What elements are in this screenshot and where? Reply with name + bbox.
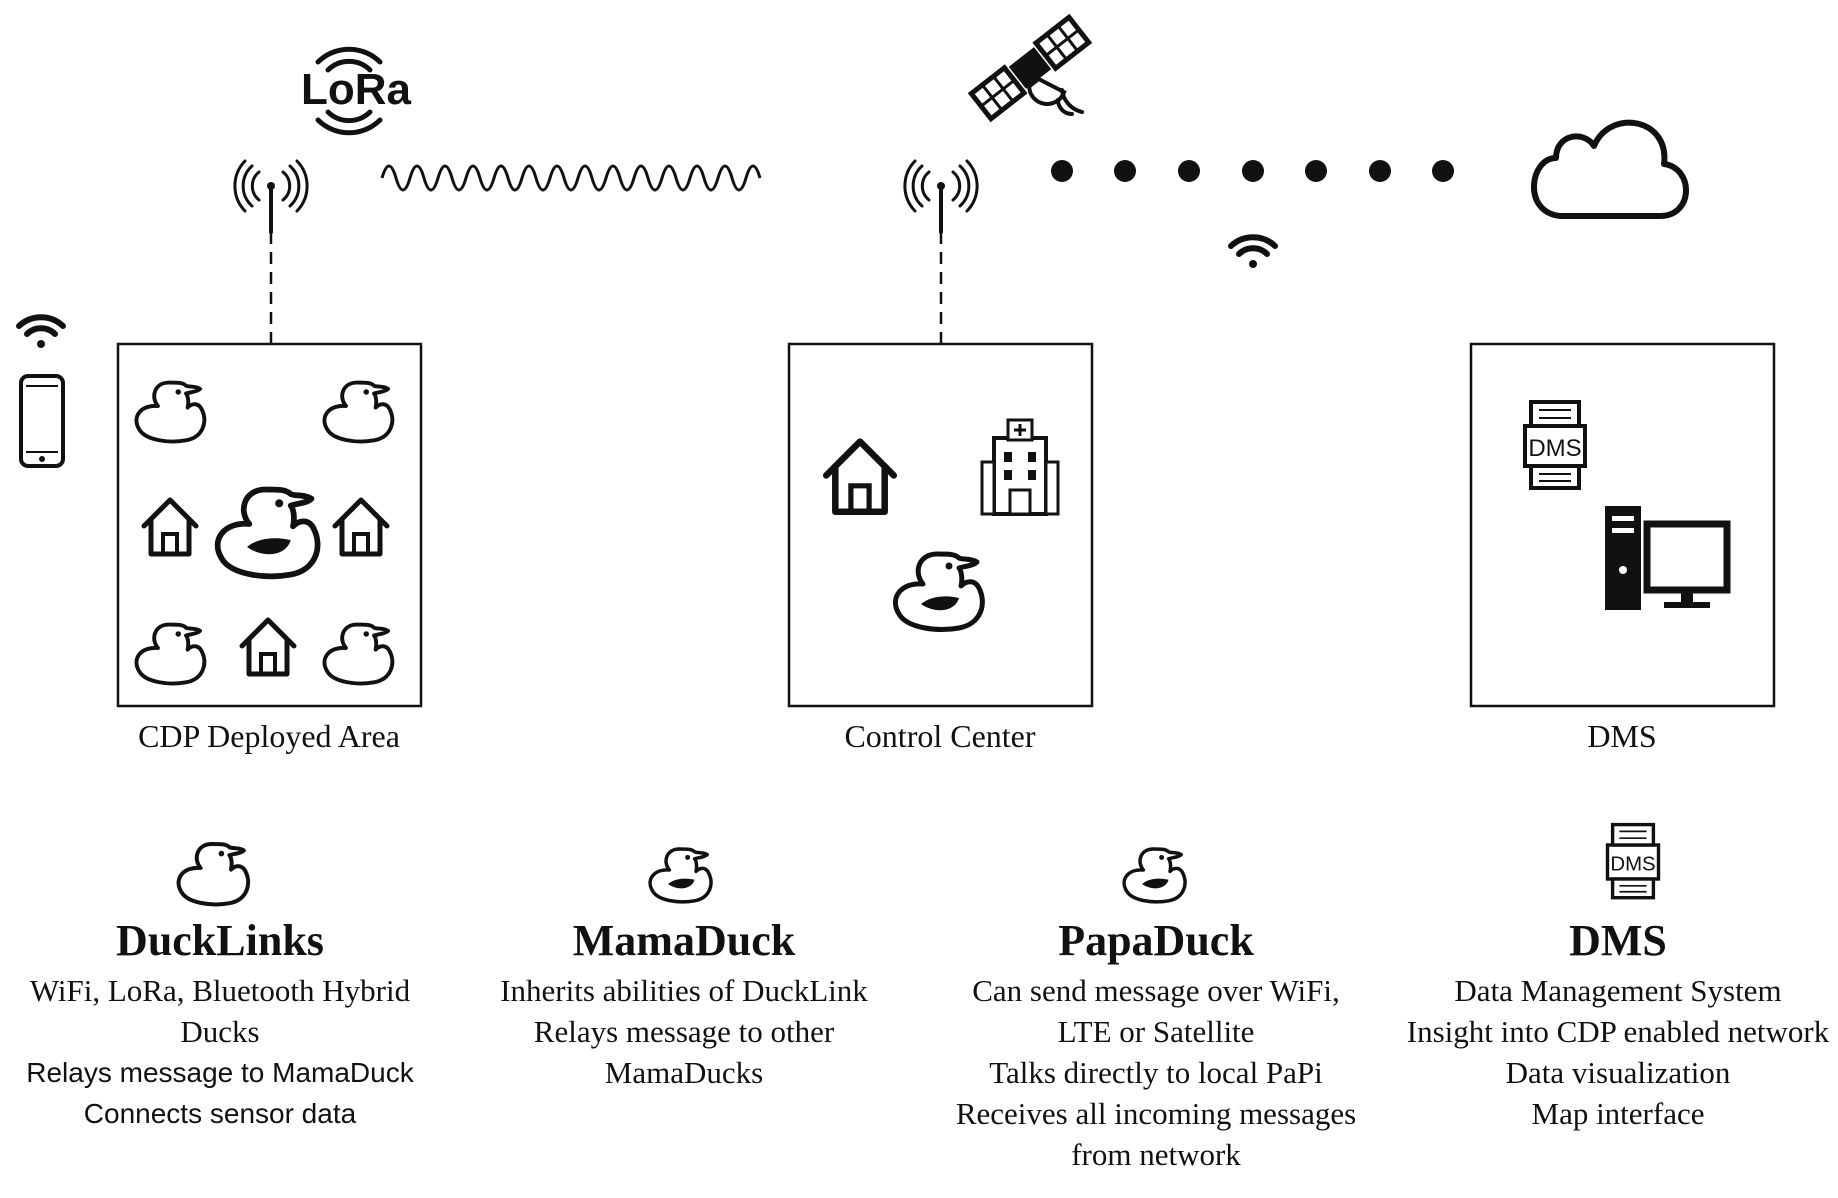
hospital-icon: [980, 418, 1060, 516]
cdp-area-label: CDP Deployed Area: [138, 718, 400, 754]
papaduck-legend-icon: [1122, 847, 1187, 904]
papaduck-title: PapaDuck: [1058, 916, 1254, 965]
ducklinks-title: DuckLinks: [116, 916, 324, 965]
lora-logo-text: LoRa: [301, 65, 412, 114]
papaduck-line: Can send message over WiFi,: [972, 973, 1340, 1009]
control-center-label: Control Center: [844, 718, 1036, 754]
antenna-icon: [232, 159, 310, 234]
papaduck-description: PapaDuck Can send message over WiFi, LTE…: [936, 916, 1376, 1175]
wifi-icon: [1231, 237, 1275, 268]
antenna-icon: [902, 159, 980, 234]
ducklinks-line: Connects sensor data: [83, 1098, 357, 1130]
ducklinks-line: Relays message to MamaDuck: [26, 1057, 414, 1089]
dms-title: DMS: [1569, 916, 1667, 965]
ducklinks-legend-icon: [179, 844, 249, 904]
satellite-icon: [967, 13, 1093, 123]
papaduck-line: from network: [1071, 1137, 1241, 1173]
papaduck-line: Talks directly to local PaPi: [989, 1055, 1323, 1091]
dms-server-icon: DMS: [1523, 400, 1587, 490]
satellite-link-dots: [1051, 160, 1454, 182]
papaduck-line: LTE or Satellite: [1057, 1014, 1255, 1050]
lora-signal-icon: [315, 46, 383, 136]
dms-legend-icon: DMS: [1605, 822, 1661, 900]
ducklinks-line: WiFi, LoRa, Bluetooth Hybrid: [29, 973, 411, 1009]
cloud-icon: [1531, 119, 1689, 219]
lora-wave: [380, 164, 762, 192]
ducklinks-line: Ducks: [180, 1014, 260, 1050]
dms-line: Map interface: [1531, 1096, 1705, 1132]
mamaduck-description: MamaDuck Inherits abilities of DuckLink …: [464, 916, 904, 1093]
dms-area-label: DMS: [1587, 718, 1657, 754]
desktop-computer-icon: [1605, 506, 1731, 610]
smartphone-icon: [19, 374, 65, 468]
dms-server-badge: DMS: [1528, 435, 1581, 462]
mamaduck-title: MamaDuck: [572, 916, 796, 965]
dms-line: Insight into CDP enabled network: [1406, 1014, 1830, 1050]
papaduck-line: Receives all incoming messages: [955, 1096, 1357, 1132]
dms-description: DMS Data Management System Insight into …: [1398, 916, 1838, 1134]
control-center-box: [787, 342, 1094, 708]
mamaduck-line: MamaDucks: [604, 1055, 764, 1091]
mamaduck-line: Inherits abilities of DuckLink: [500, 973, 868, 1009]
mamaduck-line: Relays message to other: [533, 1014, 835, 1050]
dms-line: Data visualization: [1505, 1055, 1731, 1091]
dms-line: Data Management System: [1454, 973, 1782, 1009]
mamaduck-legend-icon: [648, 847, 713, 904]
dms-legend-badge: DMS: [1610, 854, 1655, 876]
lora-logo: LoRa: [301, 46, 412, 136]
ducklinks-description: DuckLinks WiFi, LoRa, Bluetooth Hybrid D…: [0, 916, 440, 1134]
satellite-signal-icon: [1056, 88, 1084, 116]
wifi-icon: [19, 317, 63, 348]
